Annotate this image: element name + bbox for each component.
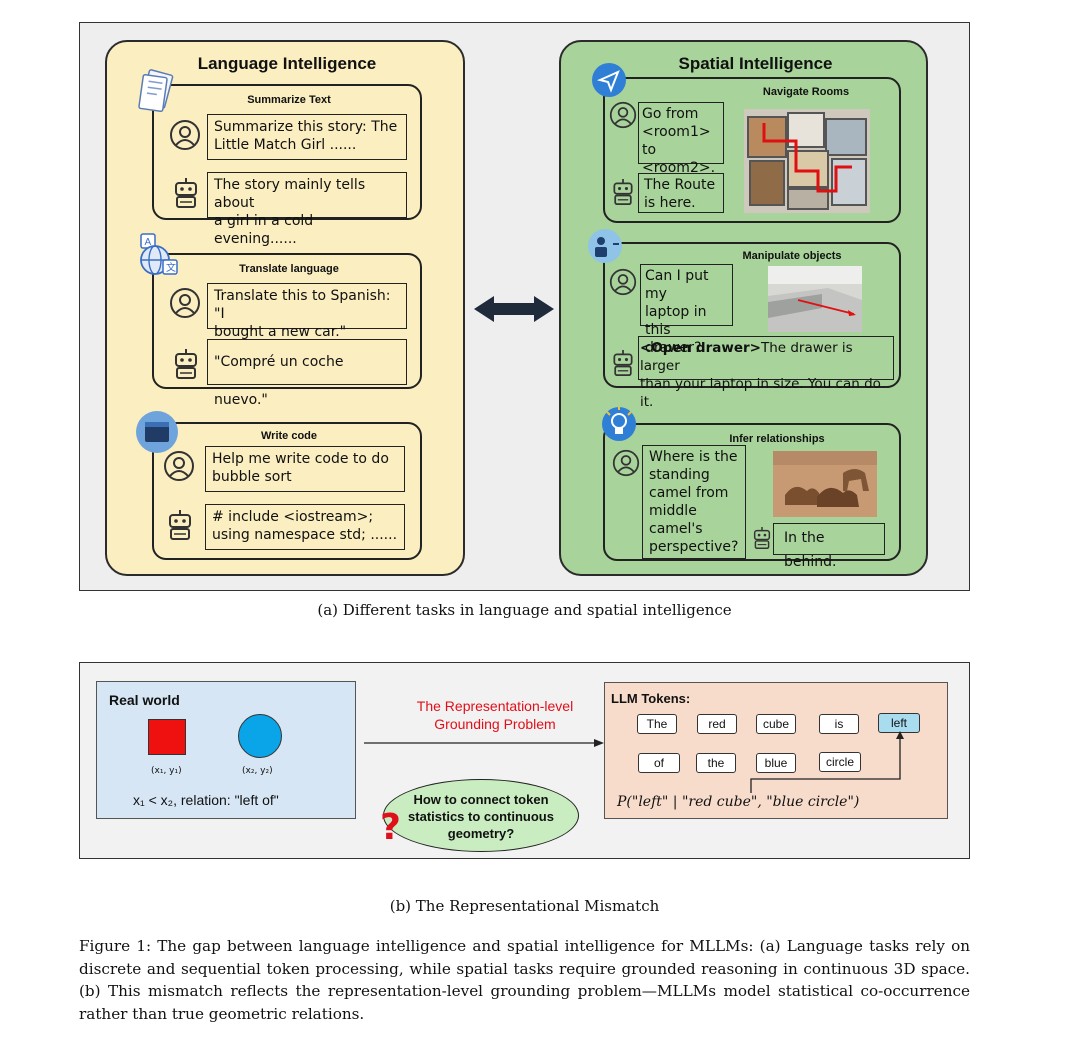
svg-text:A: A xyxy=(145,237,152,248)
question-mark-icon: ? xyxy=(380,807,401,848)
code-title: Write code xyxy=(260,430,318,442)
robot-icon xyxy=(171,347,201,381)
robot-icon xyxy=(610,177,636,207)
token: of xyxy=(638,753,680,773)
infer-card: Infer relationships Where is the standin… xyxy=(603,423,901,570)
token: is xyxy=(819,714,859,734)
robot-icon xyxy=(171,176,201,210)
navigate-bot-message: The Route is here. xyxy=(638,173,724,213)
robot-icon xyxy=(610,348,636,378)
figure-caption-paragraph: Figure 1: The gap between language intel… xyxy=(79,937,970,1023)
red-cube-shape xyxy=(148,719,186,755)
document-icon xyxy=(135,68,181,118)
lightbulb-icon xyxy=(601,406,637,446)
summarize-title: Summarize Text xyxy=(247,94,331,106)
manipulate-bot-message: <Open drawer>The drawer is larger than y… xyxy=(638,336,894,410)
double-arrow xyxy=(472,294,556,324)
camels-image xyxy=(773,451,877,517)
coord-2-label: (x₂, y₂) xyxy=(242,766,273,776)
figure-a-caption: (a) Different tasks in language and spat… xyxy=(317,601,732,619)
manipulate-title: Manipulate objects xyxy=(742,250,842,262)
translate-user-message: Translate this to Spanish: "I bought a n… xyxy=(207,283,407,340)
manipulate-bot-text: The drawer is larger than your laptop in… xyxy=(640,340,881,410)
mapping-arrow xyxy=(364,735,604,749)
token: blue xyxy=(756,753,796,773)
translate-title: Translate language xyxy=(239,263,339,275)
grounding-problem-text: The Representation-level Grounding Probl… xyxy=(416,698,574,732)
user-icon xyxy=(169,119,201,151)
manipulate-user-message: Can I put my laptop in this drawer? xyxy=(640,264,733,356)
terminal-icon xyxy=(135,410,179,454)
summarize-user-message: Summarize this story: The Little Match G… xyxy=(207,114,407,160)
llm-tokens-panel: LLM Tokens: The red cube is left of the … xyxy=(604,682,948,819)
translate-bot-message: "Compré un coche nuevo." xyxy=(207,339,407,408)
token-highlighted: left xyxy=(878,713,920,733)
user-icon xyxy=(609,101,637,129)
robot-arm-icon xyxy=(587,228,627,268)
svg-text:文: 文 xyxy=(166,261,176,274)
language-panel-title: Language Intelligence xyxy=(197,54,377,73)
summarize-card: Summarize Text Summarize this story: The… xyxy=(152,84,422,247)
token: red xyxy=(697,714,737,734)
infer-title: Infer relationships xyxy=(729,433,825,445)
blue-circle-shape xyxy=(238,714,282,758)
robot-icon xyxy=(165,508,195,542)
infer-user-message: Where is the standing camel from middle … xyxy=(642,445,746,559)
user-icon xyxy=(163,450,195,482)
navigation-icon xyxy=(591,62,627,98)
question-bubble xyxy=(383,779,579,852)
token: the xyxy=(696,753,736,773)
summarize-bot-message: The story mainly tells about a girl in a… xyxy=(207,172,407,247)
token: The xyxy=(637,714,677,734)
coord-1-label: (x₁, y₁) xyxy=(151,766,182,776)
navigate-card: Navigate Rooms Go from <room1> to <room2… xyxy=(603,77,901,223)
language-panel: Language Intelligence Summarize Text Sum… xyxy=(105,40,465,576)
drawer-image xyxy=(768,266,862,332)
real-world-panel: Real world (x₁, y₁) (x₂, y₂) x₁ < x₂, re… xyxy=(96,681,356,819)
probability-formula: P("left" | "red cube", "blue circle") xyxy=(617,794,860,810)
user-icon xyxy=(612,449,640,477)
robot-icon xyxy=(751,525,773,551)
real-world-title: Real world xyxy=(109,692,180,708)
navigate-user-message: Go from <room1> to <room2>. xyxy=(638,102,724,176)
spatial-panel: Spatial Intelligence Navigate Rooms Go f… xyxy=(559,40,928,576)
navigate-title: Navigate Rooms xyxy=(762,86,850,98)
relation-text: x₁ < x₂, relation: "left of" xyxy=(133,792,279,808)
manipulate-card: Manipulate objects Can I put my laptop i… xyxy=(603,242,901,410)
infer-bot-message: In the behind. xyxy=(773,523,885,570)
open-drawer-action: <Open drawer> xyxy=(640,340,761,356)
figure-b-caption: (b) The Representational Mismatch xyxy=(389,897,660,915)
question-text: How to connect token statistics to conti… xyxy=(408,792,554,841)
spatial-panel-title: Spatial Intelligence xyxy=(678,54,833,73)
code-card: Write code Help me write code to do bubb… xyxy=(152,422,422,560)
prediction-arrow xyxy=(750,731,904,793)
token: cube xyxy=(756,714,796,734)
token: circle xyxy=(819,752,861,772)
user-icon xyxy=(609,268,637,296)
llm-tokens-title: LLM Tokens: xyxy=(611,691,691,706)
code-bot-message: # include <iostream>; using namespace st… xyxy=(205,504,405,550)
code-user-message: Help me write code to do bubble sort xyxy=(205,446,405,492)
user-icon xyxy=(169,287,201,319)
translate-card: Translate language Translate this to Spa… xyxy=(152,253,422,408)
floorplan-image xyxy=(744,109,870,213)
